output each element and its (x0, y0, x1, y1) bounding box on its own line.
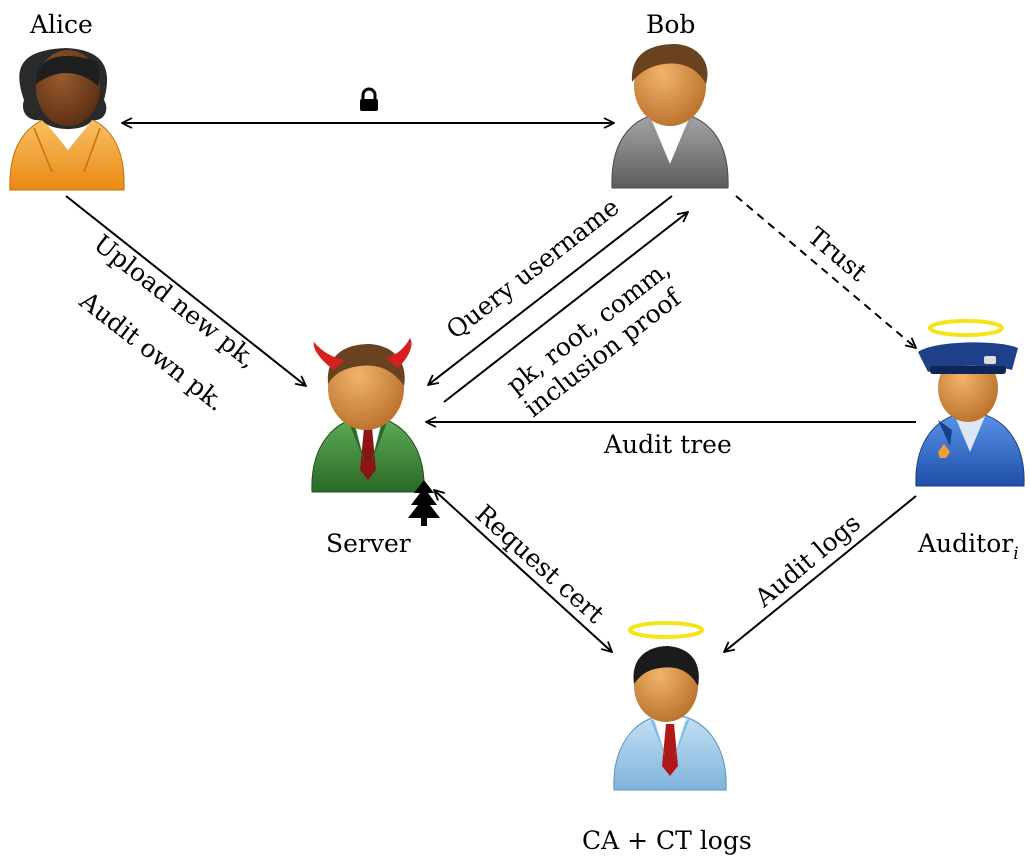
audit-logs-arrow (724, 495, 917, 652)
server-label: Server (326, 529, 411, 558)
bob-label: Bob (646, 10, 695, 39)
tree-icon (408, 480, 440, 526)
halo-icon (928, 319, 1004, 337)
request-cert-label: Request cert (470, 499, 610, 629)
audit-tree-label: Audit tree (603, 430, 732, 459)
alice-avatar (9, 48, 125, 191)
lock-icon (360, 87, 378, 111)
trust-label: Trust (802, 221, 872, 287)
upload-arrow (65, 195, 306, 386)
alice-label: Alice (29, 10, 93, 39)
ca-avatar (613, 646, 727, 791)
halo-icon (628, 621, 704, 639)
trust-arrow (735, 195, 916, 348)
response-arrow (443, 212, 688, 403)
server-avatar (311, 344, 425, 493)
bob-avatar (611, 44, 729, 189)
request-cert-arrow (434, 490, 612, 652)
upload-label-line2: Audit own pk. (74, 285, 231, 417)
auditor-label-subscript: i (1013, 544, 1018, 564)
ca-label: CA + CT logs (582, 826, 752, 855)
devil-horns-icon (313, 338, 412, 370)
auditor-label: Auditori (917, 529, 1019, 564)
audit-logs-label: Audit logs (748, 508, 865, 613)
auditor-avatar (915, 342, 1025, 487)
auditor-label-main: Auditor (917, 529, 1013, 558)
query-arrow (428, 195, 673, 385)
